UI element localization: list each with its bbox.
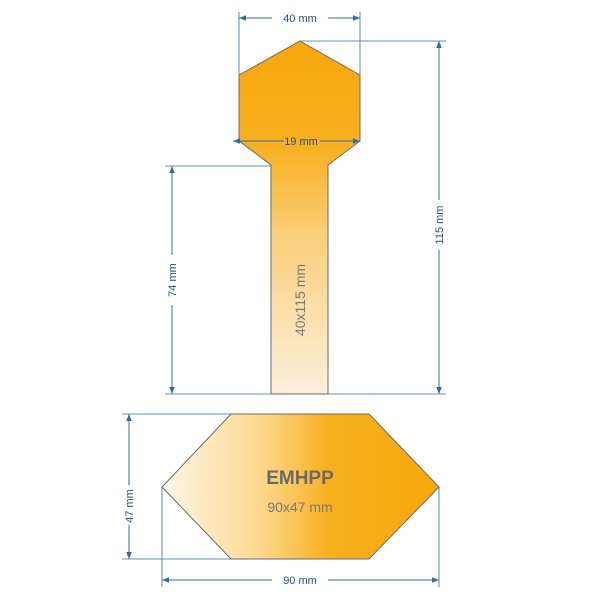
top-shape-label: 40x115 mm	[292, 264, 308, 336]
bottom-width-label: 90 mm	[283, 575, 317, 587]
bottom-shape-label: 90x47 mm	[267, 499, 332, 515]
bottom-shape-name: EMHPP	[266, 468, 334, 489]
total-height-label: 115 mm	[434, 206, 446, 245]
stem-height-label: 74 mm	[167, 263, 179, 297]
bottom-height-label: 47 mm	[124, 489, 136, 523]
top-shape-key	[238, 40, 361, 395]
stem-width-label: 19 mm	[284, 136, 318, 148]
head-width-label: 40 mm	[283, 13, 317, 25]
